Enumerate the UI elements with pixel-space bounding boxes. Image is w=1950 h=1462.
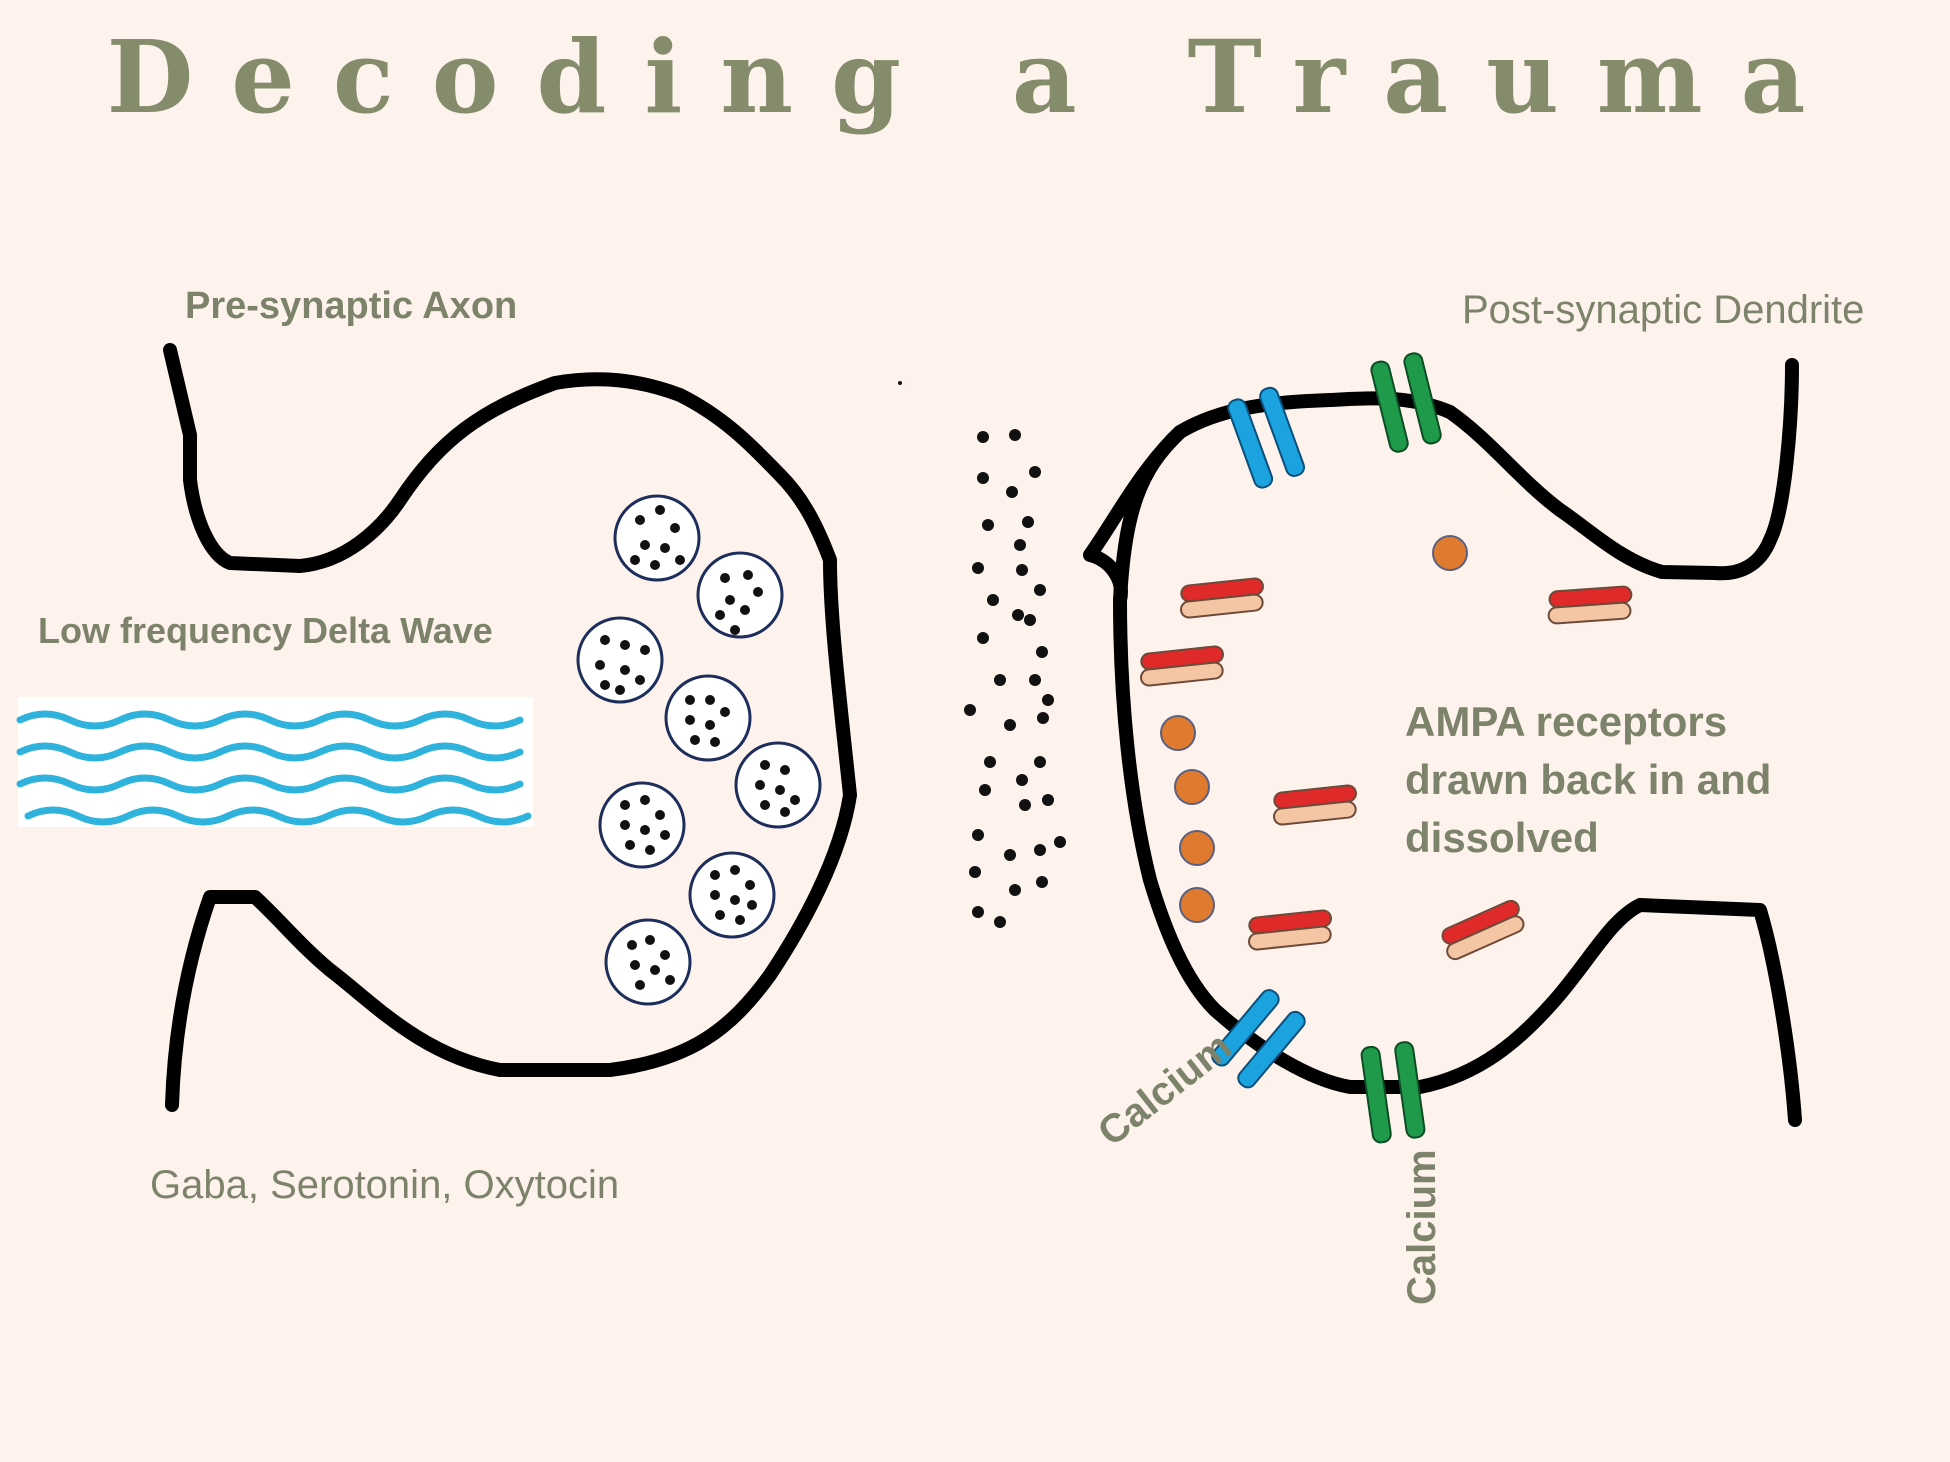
- wave-line: [16, 710, 524, 730]
- ampa-receptor: [1547, 585, 1633, 625]
- ampa-label: AMPA receptors drawn back in and dissolv…: [1405, 698, 1772, 861]
- vesicle: [598, 781, 686, 869]
- channel-green-top: [1370, 352, 1442, 453]
- vesicle: [604, 918, 692, 1006]
- ion-channels: [1211, 352, 1442, 1144]
- channel-green-bottom: [1360, 1041, 1426, 1144]
- presynaptic-membrane: [163, 343, 857, 1112]
- vesicle-contents: [595, 505, 800, 990]
- presynaptic-label: Pre-synaptic Axon: [185, 285, 518, 327]
- postsynaptic-membrane: [1083, 358, 1802, 1127]
- ampa-receptor: [1180, 577, 1264, 619]
- ampa-receptors: [1140, 577, 1633, 961]
- wave-line: [16, 742, 524, 762]
- neurotransmitter-dots: [898, 381, 1066, 928]
- ampa-receptor: [1140, 645, 1224, 687]
- channel-blue-top: [1227, 386, 1306, 489]
- ampa-receptor: [1248, 909, 1332, 951]
- ampa-receptor: [1273, 784, 1357, 826]
- delta-wave-lines: [16, 697, 533, 827]
- page-title: Decoding a Trauma: [106, 18, 1844, 136]
- vesicle: [696, 551, 784, 639]
- vesicle: [734, 741, 822, 829]
- vesicle: [688, 851, 776, 939]
- neurotransmitters-label: Gaba, Serotonin, Oxytocin: [150, 1163, 620, 1207]
- postsynaptic-label: Post-synaptic Dendrite: [1462, 288, 1865, 332]
- calcium-dots: [1160, 535, 1468, 923]
- delta-wave-label: Low frequency Delta Wave: [38, 610, 493, 651]
- wave-line: [24, 806, 532, 826]
- ampa-receptor: [1441, 899, 1525, 961]
- postsynaptic-membrane-left: [1113, 425, 1187, 607]
- vesicles: [576, 494, 822, 1006]
- channel-blue-bottom: [1211, 989, 1306, 1089]
- calcium-label-2: Calcium: [1400, 1149, 1444, 1305]
- wave-line: [16, 774, 524, 794]
- vesicle: [664, 674, 752, 762]
